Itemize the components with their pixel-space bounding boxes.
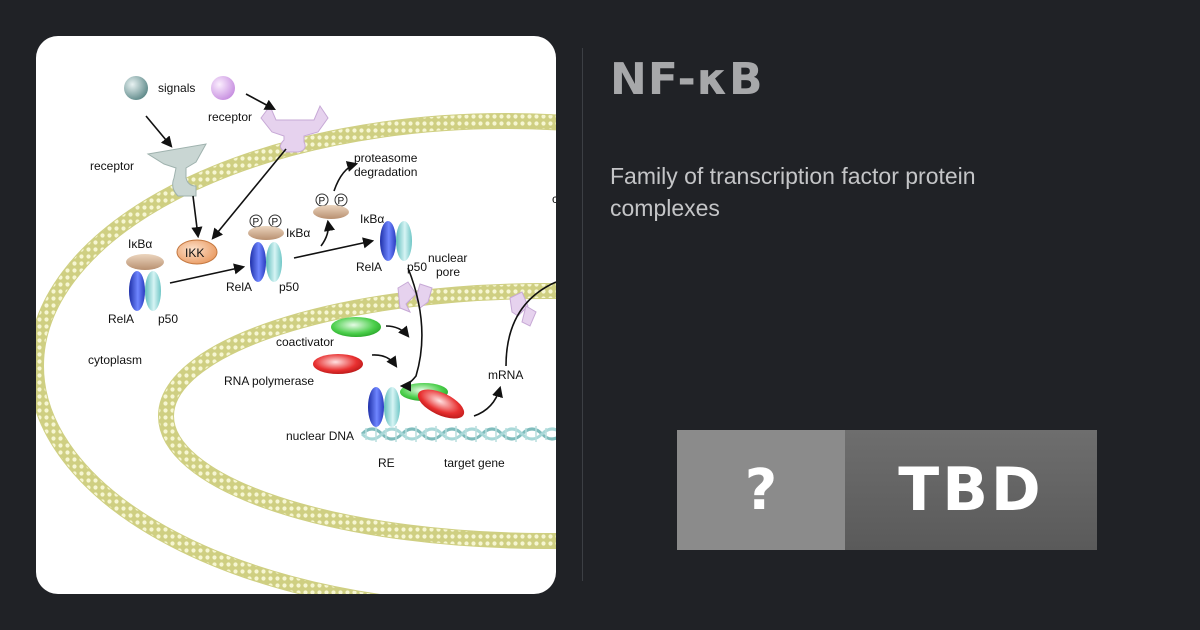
ikk-kinase — [176, 239, 218, 265]
rna-polymerase-protein — [313, 354, 363, 374]
nuclear-pore-left — [397, 281, 433, 313]
arrow-release-nfkb — [293, 237, 375, 259]
phosphate-d — [334, 193, 348, 207]
rela-bound — [368, 387, 384, 427]
arrow-coactivator-to-dna — [385, 325, 410, 338]
receptor-grey — [146, 143, 207, 197]
p50-protein-2 — [266, 242, 282, 282]
target-gene-label: target gene — [444, 456, 505, 470]
nuclear-pore-label-1: nuclear — [428, 251, 467, 265]
edge-fragment-label: c — [552, 192, 556, 206]
cytoplasm-label: cytoplasm — [88, 353, 142, 367]
badge-right: TBD — [845, 430, 1097, 550]
nuclear-pore-right — [509, 291, 537, 327]
nuclear-pore-label-2: pore — [436, 265, 460, 279]
dna-helix — [360, 426, 556, 442]
p50-label-2: p50 — [279, 280, 299, 294]
signal-molecule-teal — [124, 76, 148, 100]
p50-label-1: p50 — [158, 312, 178, 326]
arrow-nfkb-into-nucleus — [399, 267, 423, 392]
rela-label-3: RelA — [356, 260, 382, 274]
page-title: NF-κB — [610, 54, 764, 105]
arrow-receptor-right-to-ikk — [211, 148, 287, 240]
signal-molecule-purple — [211, 76, 235, 100]
arrow-signal-to-receptor-right — [245, 93, 276, 111]
arrow-to-mrna — [473, 385, 503, 417]
cell-membrane — [36, 113, 556, 594]
rna-polymerase-label: RNA polymerase — [224, 374, 314, 388]
phosphate-d-label: P — [338, 196, 345, 207]
ikba-protein-2 — [248, 226, 284, 240]
rela-protein-1 — [129, 271, 145, 311]
p50-label-3: p50 — [407, 260, 427, 274]
p50-bound — [384, 387, 400, 427]
nfkb-pathway-diagram: signals receptor receptor IKK IκBα RelA … — [36, 36, 556, 594]
p50-protein-1 — [145, 271, 161, 311]
arrow-complex-to-phosphorylated — [169, 263, 246, 284]
nuclear-membrane — [158, 283, 556, 549]
status-badge: ? TBD — [677, 430, 1097, 550]
pathway-arrows — [145, 93, 556, 417]
rna-polymerase-bound — [417, 389, 465, 419]
ikba-protein-1 — [126, 254, 164, 270]
ikk-label: IKK — [185, 246, 204, 260]
arrow-signal-to-receptor-left — [145, 115, 173, 148]
coactivator-protein — [331, 317, 381, 337]
ikba-protein-3 — [313, 205, 349, 219]
rela-protein-3 — [380, 221, 396, 261]
arrow-to-proteasome — [333, 161, 359, 192]
proteasome-label-1: proteasome — [354, 151, 418, 165]
rela-label-2: RelA — [226, 280, 252, 294]
phosphate-c-label: P — [319, 196, 326, 207]
receptor-left-label: receptor — [90, 159, 134, 173]
arrow-polymerase-to-dna — [371, 354, 398, 368]
diagram-svg: signals receptor receptor IKK IκBα RelA … — [36, 76, 556, 594]
page-subtitle: Family of transcription factor protein c… — [610, 163, 976, 221]
coactivator-label: coactivator — [276, 335, 334, 349]
receptor-pink — [260, 104, 329, 153]
badge-left: ? — [677, 430, 845, 550]
mrna-label: mRNA — [488, 368, 523, 382]
ikba-label-3: IκBα — [360, 212, 384, 226]
arrow-receptor-left-to-ikk — [191, 195, 203, 239]
phosphate-a-label: P — [253, 217, 260, 228]
re-label: RE — [378, 456, 395, 470]
arrow-to-ikba-release — [320, 219, 335, 247]
phosphate-b-label: P — [272, 217, 279, 228]
receptor-right-label: receptor — [208, 110, 252, 124]
arrow-mrna-export — [505, 281, 556, 367]
p50-protein-3 — [396, 221, 412, 261]
proteasome-label-2: degradation — [354, 165, 417, 179]
ikba-label-1: IκBα — [128, 237, 152, 251]
vertical-divider — [582, 48, 583, 581]
rela-label-1: RelA — [108, 312, 134, 326]
nuclear-dna-label: nuclear DNA — [286, 429, 354, 443]
signals-label: signals — [158, 81, 195, 95]
phosphate-a — [249, 214, 263, 228]
rela-protein-2 — [250, 242, 266, 282]
ikba-label-2: IκBα — [286, 226, 310, 240]
